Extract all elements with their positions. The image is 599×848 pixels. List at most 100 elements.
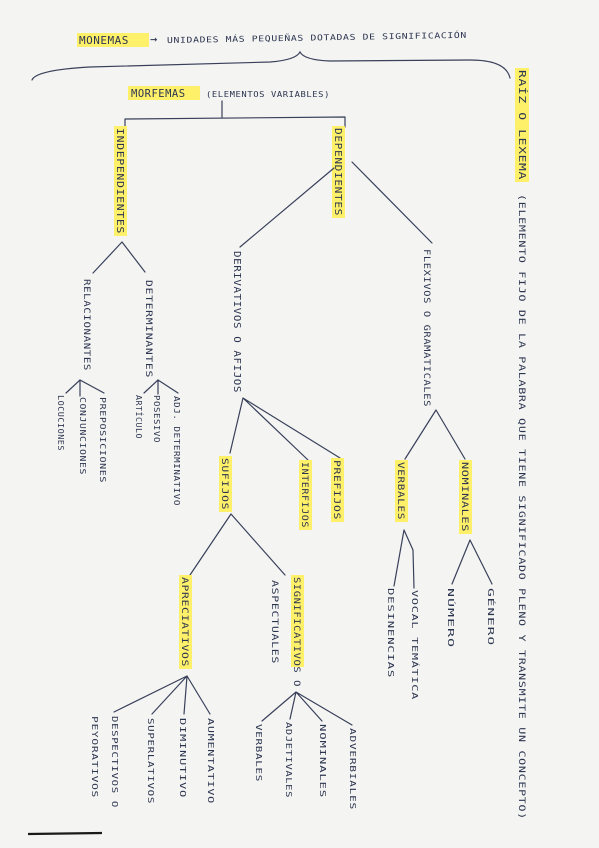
- diminutivo-label: DIMINUTIVO: [178, 718, 187, 798]
- aspectuales-node: ASPECTUALES: [269, 580, 279, 664]
- adverbiales-label: ADVERBIALES: [348, 728, 357, 810]
- articulo-node: ARTÍCULO: [134, 395, 145, 439]
- despectivos-node: DESPECTIVOS O: [110, 716, 119, 808]
- aumentativo-node: AUMENTATIVO: [206, 718, 215, 804]
- derivativos-label: DERIVATIVOS O AFIJOS: [231, 251, 242, 393]
- conjunciones-label: CONJUNCIONES: [78, 397, 87, 475]
- morfemas-term: MORFEMAS: [131, 88, 186, 100]
- adjetivales-node: ADJETIVALES: [284, 722, 293, 798]
- derivativos-node: DERIVATIVOS O AFIJOS: [231, 251, 242, 393]
- prefijos-highlight: [331, 458, 344, 522]
- title-definition: UNIDADES MÁS PEQUEÑAS DOTADAS DE SIGNIFI…: [167, 29, 467, 45]
- despectivos-label: DESPECTIVOS O: [110, 716, 119, 808]
- relacionantes-node: RELACIONANTES: [81, 279, 91, 371]
- flex-verbales-split: [393, 529, 415, 589]
- monemas-brace: [31, 50, 511, 81]
- posesivo-node: POSESIVO: [152, 395, 161, 443]
- peyorativos-node: PEYORATIVOS: [90, 716, 99, 798]
- title-term: MONEMAS: [79, 34, 129, 47]
- determinantes-label: DETERMINANTES: [143, 280, 153, 378]
- locuciones-label: LOCUCIONES: [56, 395, 65, 451]
- root-definition: (ELEMENTO FIJO DE LA PALABRA QUE TIENE S…: [516, 194, 526, 820]
- morfemas-connector: [124, 100, 346, 128]
- sufijos-label: SUFIJOS: [219, 458, 229, 510]
- interfijos-label: INTERFIJOS: [299, 462, 309, 528]
- sufijos-highlight: [219, 456, 232, 512]
- significativos-node: SIGNIFICATIVOS O: [291, 575, 304, 687]
- peyorativos-label: PEYORATIVOS: [90, 716, 99, 798]
- flex-verbales-highlight: [395, 460, 408, 522]
- articulo-label: ARTÍCULO: [134, 395, 145, 439]
- dependientes-split: [239, 161, 433, 248]
- adverbiales-node: ADVERBIALES: [348, 728, 357, 810]
- verbales-label: VERBALES: [254, 724, 263, 782]
- flexivos-node: FLEXIVOS O GRAMATICALES: [421, 249, 431, 407]
- superlativos-node: SUPERLATIVOS: [146, 718, 155, 804]
- apreciativos-node: APRECIATIVOS: [179, 575, 192, 669]
- nominales-label: NOMINALES: [318, 724, 327, 798]
- flexivos-split: [404, 409, 466, 460]
- desinencias-label: DESINENCIAS: [386, 588, 395, 678]
- root-block: RAÍZ O LEXEMA (ELEMENTO FIJO DE LA PALAB…: [515, 68, 529, 820]
- root-highlight: [515, 68, 529, 182]
- nominales-node: NOMINALES: [318, 724, 327, 798]
- apreciativos-label: APRECIATIVOS: [179, 577, 189, 667]
- genero-node: GÉNERO: [486, 588, 497, 646]
- diminutivo-node: DIMINUTIVO: [178, 718, 187, 798]
- aumentativo-label: AUMENTATIVO: [206, 718, 215, 804]
- determinantes-split: [143, 379, 179, 395]
- adj-determinativo-label: ADJ. DETERMINATIVO: [172, 396, 181, 506]
- flex-nominales-split: [451, 539, 493, 585]
- desinencias-node: DESINENCIAS: [386, 588, 395, 678]
- significativos-label: SIGNIFICATIVOS O: [291, 577, 301, 687]
- significativos-highlight: [291, 575, 304, 667]
- adjetivales-label: ADJETIVALES: [284, 722, 293, 798]
- root-term: RAÍZ O LEXEMA: [516, 70, 529, 180]
- morfemas-highlight: [128, 86, 200, 100]
- independientes-label: INDEPENDIENTES: [114, 128, 125, 234]
- monemas-highlight: [77, 33, 149, 47]
- flex-verbales-label: VERBALES: [395, 462, 405, 520]
- vocal-tematica-node: VOCAL TEMÁTICA: [410, 590, 421, 700]
- morfemas-note: (ELEMENTOS VARIABLES): [206, 90, 330, 99]
- interfijos-highlight: [299, 460, 312, 530]
- superlativos-label: SUPERLATIVOS: [146, 718, 155, 804]
- genero-label: GÉNERO: [486, 588, 497, 646]
- sufijos-node: SUFIJOS: [219, 456, 232, 512]
- flex-verbales-node: VERBALES: [395, 460, 408, 522]
- locuciones-node: LOCUCIONES: [56, 395, 65, 451]
- aspectuales-label: ASPECTUALES: [269, 580, 279, 664]
- conjunciones-node: CONJUNCIONES: [78, 397, 87, 475]
- sufijos-split: [189, 513, 286, 576]
- adj-determinativo-node: ADJ. DETERMINATIVO: [172, 396, 181, 506]
- dependientes-node: DEPENDIENTES: [332, 126, 345, 218]
- apreciativos-highlight: [179, 575, 192, 669]
- apreciativos-split: [113, 675, 211, 715]
- margin-line: [27, 831, 103, 836]
- determinantes-node: DETERMINANTES: [143, 280, 153, 378]
- derivativos-split: [229, 397, 341, 461]
- title-arrow: →: [150, 32, 158, 46]
- flex-nominales-label: NOMINALES: [459, 462, 469, 532]
- interfijos-node: INTERFIJOS: [299, 460, 312, 530]
- independientes-split: [92, 241, 146, 274]
- flex-nominales-highlight: [459, 460, 472, 534]
- flex-nominales-node: NOMINALES: [459, 460, 472, 534]
- significativos-split: [261, 691, 353, 726]
- preposiciones-node: PREPOSICIONES: [98, 397, 107, 483]
- numero-label: NÚMERO: [446, 588, 457, 648]
- flexivos-label: FLEXIVOS O GRAMATICALES: [421, 249, 431, 407]
- dependientes-highlight: [332, 126, 345, 218]
- dependientes-label: DEPENDIENTES: [332, 128, 343, 216]
- prefijos-node: PREFIJOS: [331, 458, 344, 522]
- independientes-node: INDEPENDIENTES: [114, 126, 127, 236]
- independientes-highlight: [114, 126, 127, 236]
- vocal-tematica-label: VOCAL TEMÁTICA: [410, 590, 421, 700]
- prefijos-label: PREFIJOS: [331, 460, 341, 520]
- posesivo-label: POSESIVO: [152, 395, 161, 443]
- verbales-node: VERBALES: [254, 724, 263, 782]
- numero-node: NÚMERO: [446, 588, 457, 648]
- relacionantes-label: RELACIONANTES: [81, 279, 91, 371]
